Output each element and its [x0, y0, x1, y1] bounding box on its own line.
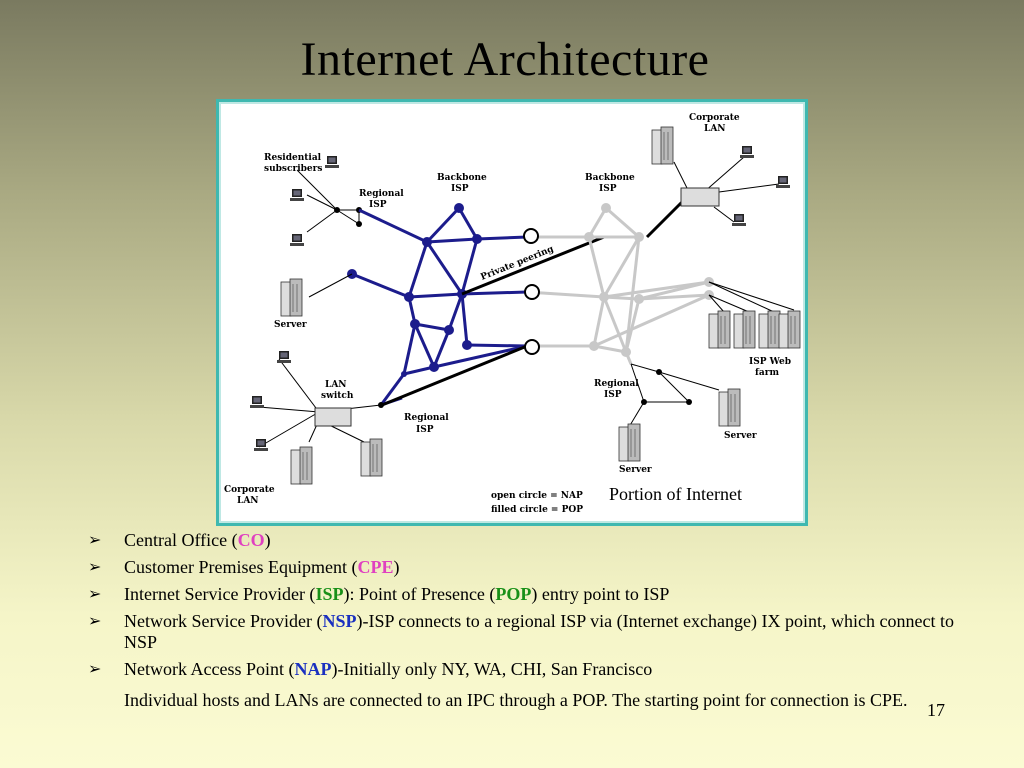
label-backbone-left-2: ISP: [451, 184, 469, 194]
backbone-isp-left-nodes: [347, 203, 482, 377]
label-isp-web-farm-1: ISP Web: [749, 357, 791, 367]
server-left: [280, 273, 353, 317]
label-residential-1: Residential: [264, 153, 322, 163]
label-lan-switch-1: LAN: [325, 380, 347, 390]
bullet-cpe: ➢ Customer Premises Equipment (CPE): [88, 557, 400, 577]
bullet-isp: ➢ Internet Service Provider (ISP): Point…: [88, 584, 670, 604]
label-backbone-left-1: Backbone: [437, 173, 487, 183]
backbone-isp-left: [351, 206, 528, 407]
summary-paragraph: Individual hosts and LANs are connected …: [124, 690, 908, 710]
isp-web-farm: [708, 281, 801, 349]
arrow-bullet-icon: ➢: [88, 586, 102, 603]
label-lan-switch-2: switch: [321, 391, 354, 401]
label-regional-isp-left-1: Regional: [359, 189, 404, 199]
label-server-left: Server: [274, 320, 307, 330]
corporate-lan-top: [651, 126, 790, 226]
label-server-bottom: Server: [619, 465, 652, 475]
label-regional-isp-left-2: ISP: [369, 200, 387, 210]
label-residential-2: subscribers: [264, 164, 322, 174]
slide-title: Internet Architecture: [300, 33, 710, 86]
legend-pop: filled circle = POP: [491, 505, 583, 515]
label-isp-web-farm-2: farm: [755, 368, 779, 378]
arrow-bullet-icon: ➢: [88, 532, 102, 549]
label-corporate-lan-bottom-2: LAN: [237, 496, 259, 506]
label-corporate-lan-bottom-1: Corporate: [224, 485, 275, 495]
bullet-list: ➢ Central Office (CO) ➢ Customer Premise…: [88, 530, 958, 686]
label-private-peering: Private peering: [479, 244, 555, 283]
regional-isp-right: [618, 363, 741, 462]
backbone-isp-right: [526, 206, 710, 365]
label-regional-isp-right-2: ISP: [604, 390, 622, 400]
arrow-bullet-icon: ➢: [88, 661, 102, 678]
label-regional-isp-bottom-1: Regional: [404, 413, 449, 423]
bullet-central-office: ➢ Central Office (CO): [88, 530, 271, 550]
network-diagram: Residential subscribers Regional ISP Bac…: [224, 113, 801, 515]
lan-switch-group: [250, 351, 403, 485]
label-regional-isp-right-1: Regional: [594, 379, 639, 389]
figure-caption: Portion of Internet: [609, 484, 742, 504]
label-backbone-right-2: ISP: [599, 184, 617, 194]
internet-architecture-figure: Residential subscribers Regional ISP Bac…: [216, 99, 808, 526]
label-backbone-right-1: Backbone: [585, 173, 635, 183]
label-server-right: Server: [724, 431, 757, 441]
arrow-bullet-icon: ➢: [88, 613, 102, 630]
legend-nap: open circle = NAP: [491, 491, 583, 501]
bullet-nap: ➢ Network Access Point (NAP)-Initially o…: [88, 659, 653, 679]
backbone-isp-right-nodes: [584, 203, 714, 357]
bullet-nsp: ➢ Network Service Provider (NSP)-ISP con…: [88, 611, 954, 652]
diagram-labels: Residential subscribers Regional ISP Bac…: [224, 113, 791, 515]
label-corporate-lan-top-1: Corporate: [689, 113, 740, 123]
label-regional-isp-bottom-2: ISP: [416, 425, 434, 435]
arrow-bullet-icon: ➢: [88, 559, 102, 576]
page-number: 17: [927, 700, 945, 720]
nap-circles: [523, 228, 540, 355]
label-corporate-lan-top-2: LAN: [704, 124, 726, 134]
